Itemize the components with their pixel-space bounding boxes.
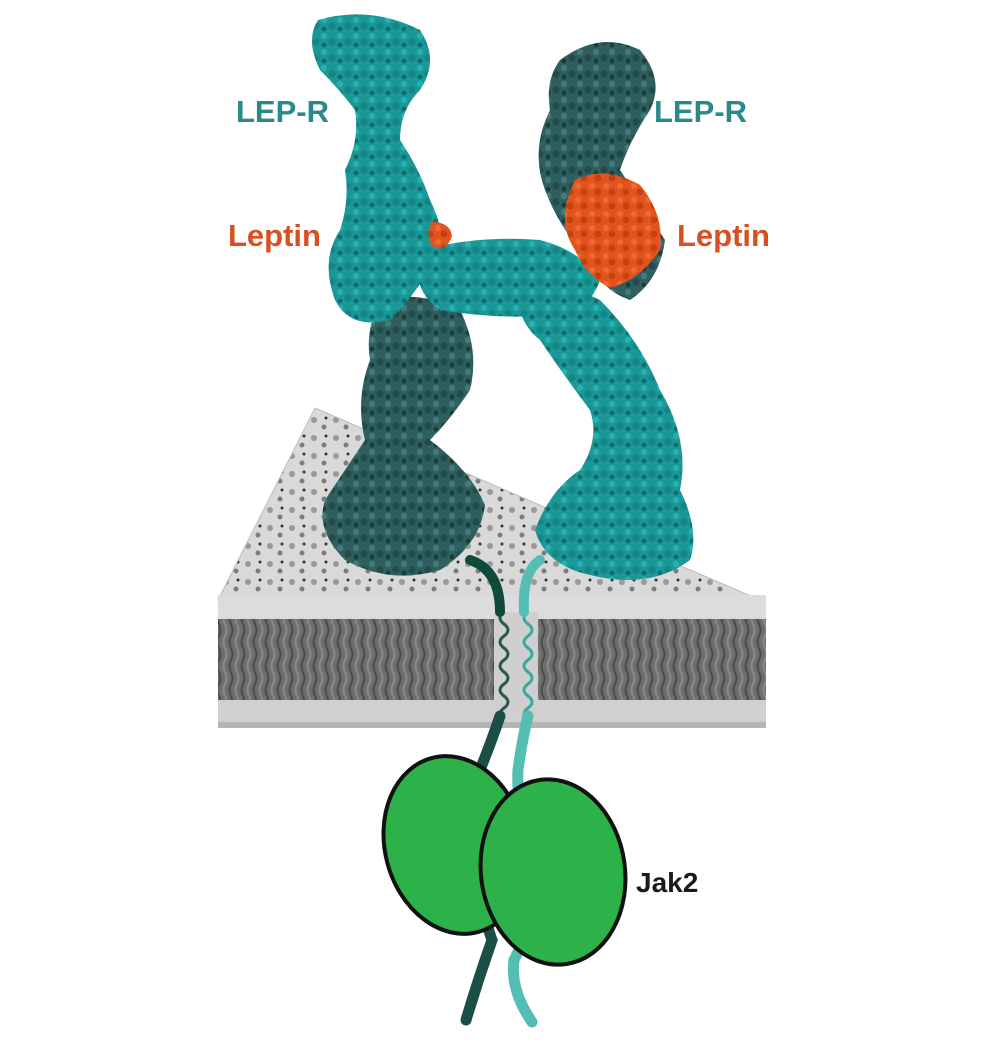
label-jak2: Jak2	[636, 867, 698, 898]
receptor-left-upper-domain	[311, 14, 442, 323]
cell-membrane	[217, 407, 766, 728]
leptin-left-blob	[428, 222, 452, 249]
linker-light	[518, 555, 545, 617]
membrane-lower-headgroups	[218, 700, 766, 724]
helix-dark	[498, 610, 510, 722]
membrane-lipid-tails	[218, 619, 766, 705]
receptor-crossbar	[417, 238, 600, 317]
receptor-left-lower-domain	[322, 296, 485, 576]
label-lep-r-left: LEP-R	[236, 94, 329, 129]
jak2-right-ellipse	[478, 777, 628, 967]
transmembrane-helices	[494, 610, 538, 722]
label-leptin-right: Leptin	[677, 218, 770, 253]
linker-dark	[465, 555, 505, 617]
leptin-right-blob	[565, 173, 661, 288]
label-leptin-left: Leptin	[228, 218, 321, 253]
helix-light	[522, 610, 534, 722]
label-lep-r-right: LEP-R	[654, 94, 747, 129]
receptor-right-lower-domain	[519, 286, 694, 580]
membrane-upper-headgroups	[218, 595, 766, 619]
receptor-left	[311, 14, 600, 576]
